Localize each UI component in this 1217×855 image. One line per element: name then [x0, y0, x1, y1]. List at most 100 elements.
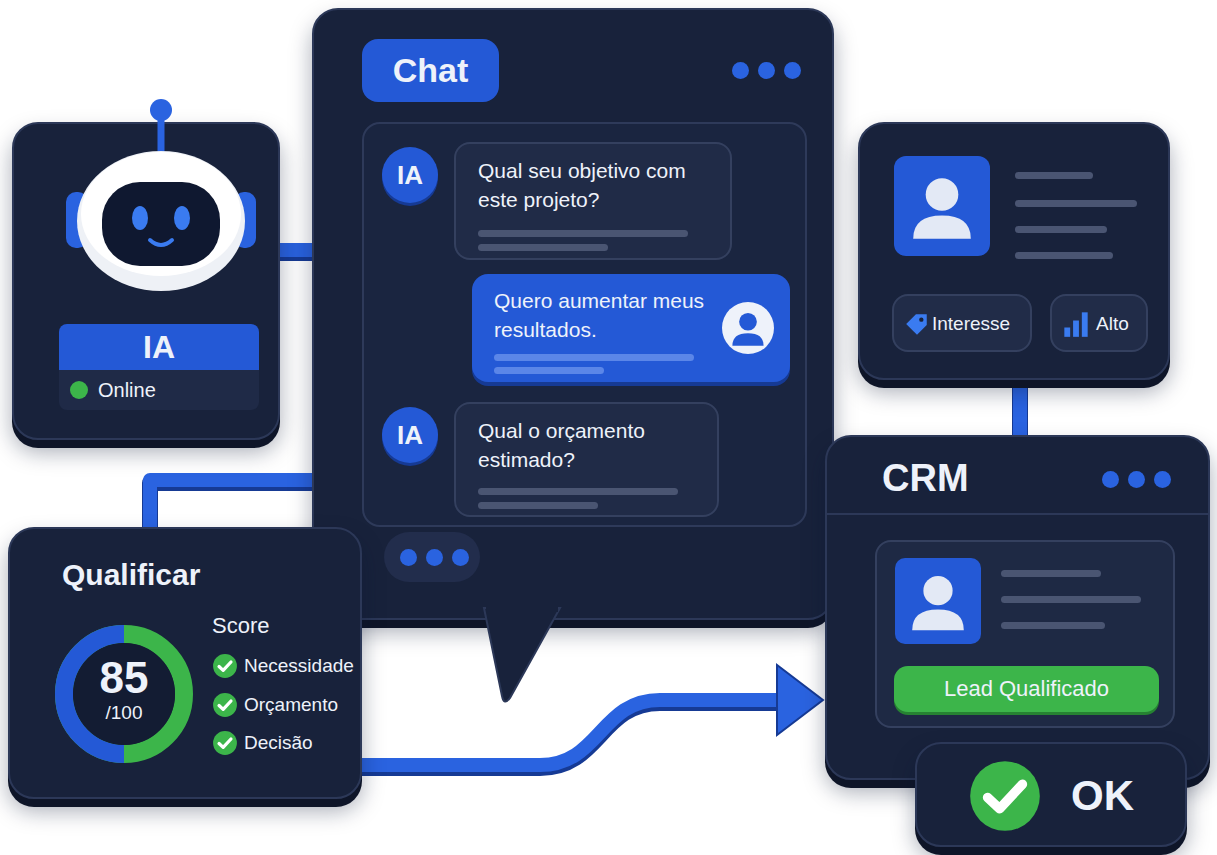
decoration	[919, 318, 923, 322]
speech-tail	[484, 608, 564, 708]
menu-dot	[452, 549, 469, 566]
text-line-placeholder	[1001, 570, 1101, 577]
menu-dot	[732, 62, 749, 79]
decoration	[913, 178, 971, 238]
pipe-connector	[150, 480, 312, 530]
decoration	[132, 206, 148, 230]
decoration	[212, 692, 238, 718]
menu-dot	[758, 62, 775, 79]
menu-dot	[784, 62, 801, 79]
criterion: Necessidade	[244, 653, 354, 679]
pipe-connector	[1020, 380, 1021, 438]
decoration	[484, 608, 564, 708]
decoration	[923, 576, 952, 605]
decoration	[150, 99, 172, 121]
decoration	[1082, 312, 1088, 337]
decoration	[926, 178, 959, 211]
decoration	[150, 480, 312, 527]
decoration	[906, 314, 927, 335]
decoration	[1062, 310, 1090, 338]
ai-avatar-circle: IA	[382, 407, 438, 463]
decoration	[722, 302, 774, 354]
status-text: Online	[98, 378, 156, 402]
decoration	[967, 758, 1043, 834]
decoration	[213, 693, 237, 717]
agent-name: IA	[59, 324, 259, 370]
tag-icon	[904, 311, 930, 337]
decoration	[913, 216, 971, 239]
decoration	[102, 182, 220, 266]
qualify-panel: Qualificar85/100ScoreNecessidadeOrçament…	[8, 527, 362, 799]
avatar-label: IA	[382, 147, 438, 203]
online-dot	[70, 381, 88, 399]
decoration	[912, 610, 964, 631]
decoration	[484, 608, 560, 702]
menu-dot	[400, 549, 417, 566]
text-line-placeholder	[494, 367, 604, 374]
bar-chart-icon	[1062, 310, 1090, 338]
score-heading: Score	[212, 613, 269, 639]
decoration	[280, 243, 312, 257]
lead-profile-card: Interesse Alto	[858, 122, 1170, 380]
panel-title: Qualificar	[62, 557, 200, 593]
decoration	[14, 124, 282, 324]
ai-message: Qual o orçamento estimado?	[454, 402, 719, 517]
decoration	[77, 151, 245, 291]
decoration	[1073, 321, 1079, 337]
criterion: Decisão	[244, 730, 313, 756]
decoration	[212, 730, 238, 756]
avatar-label: IA	[382, 407, 438, 463]
title-divider	[827, 513, 1208, 515]
menu-dot	[1102, 471, 1119, 488]
crm-record-card: Lead Qualificado	[875, 540, 1175, 728]
decoration	[486, 604, 558, 612]
person-icon	[895, 558, 981, 644]
text-line-placeholder	[478, 244, 608, 251]
decoration	[213, 654, 237, 678]
decoration	[912, 576, 964, 630]
chip-text: Alto	[1096, 312, 1129, 336]
chat-window: ChatIAQual seu objetivo com este projeto…	[312, 8, 834, 620]
menu-dot	[1154, 471, 1171, 488]
decoration	[213, 693, 237, 717]
user-message: Quero aumentar meus resultados.	[472, 274, 790, 382]
decoration	[894, 156, 990, 256]
decoration	[895, 558, 981, 644]
decoration	[970, 761, 1040, 831]
text-line-placeholder	[1001, 622, 1105, 629]
ai-agent-panel: IA Online	[12, 122, 280, 440]
decoration	[64, 634, 184, 754]
text-line-placeholder	[478, 230, 688, 237]
score-max: /100	[64, 701, 184, 725]
text-line-placeholder	[1015, 200, 1137, 207]
decoration	[904, 311, 930, 337]
decoration	[970, 761, 1040, 831]
badge-text: Lead Qualificado	[894, 666, 1159, 712]
check-icon	[212, 730, 238, 756]
decoration	[219, 701, 231, 709]
chip-text: Interesse	[932, 312, 1010, 336]
decoration	[1064, 328, 1070, 337]
text-line-placeholder	[478, 502, 598, 509]
decoration	[81, 152, 241, 276]
decoration	[1064, 312, 1087, 337]
decoration	[906, 314, 927, 335]
flow-arrow	[362, 665, 823, 768]
check-icon	[212, 653, 238, 679]
ai-avatar-circle: IA	[382, 147, 438, 203]
decoration	[280, 245, 312, 261]
criterion: Orçamento	[244, 692, 338, 718]
pipe-connector	[280, 250, 312, 253]
decoration	[988, 784, 1023, 808]
menu-dot	[426, 549, 443, 566]
status-band	[59, 370, 259, 410]
person-icon	[722, 302, 774, 354]
text-line-placeholder	[1001, 596, 1141, 603]
confirm-box: OK	[915, 742, 1187, 847]
decoration	[362, 700, 785, 765]
decoration	[732, 333, 763, 345]
crm-window: CRMLead Qualificado	[825, 435, 1210, 780]
text-line-placeholder	[1015, 226, 1107, 233]
text-line-placeholder	[1015, 172, 1093, 179]
decoration	[174, 206, 190, 230]
